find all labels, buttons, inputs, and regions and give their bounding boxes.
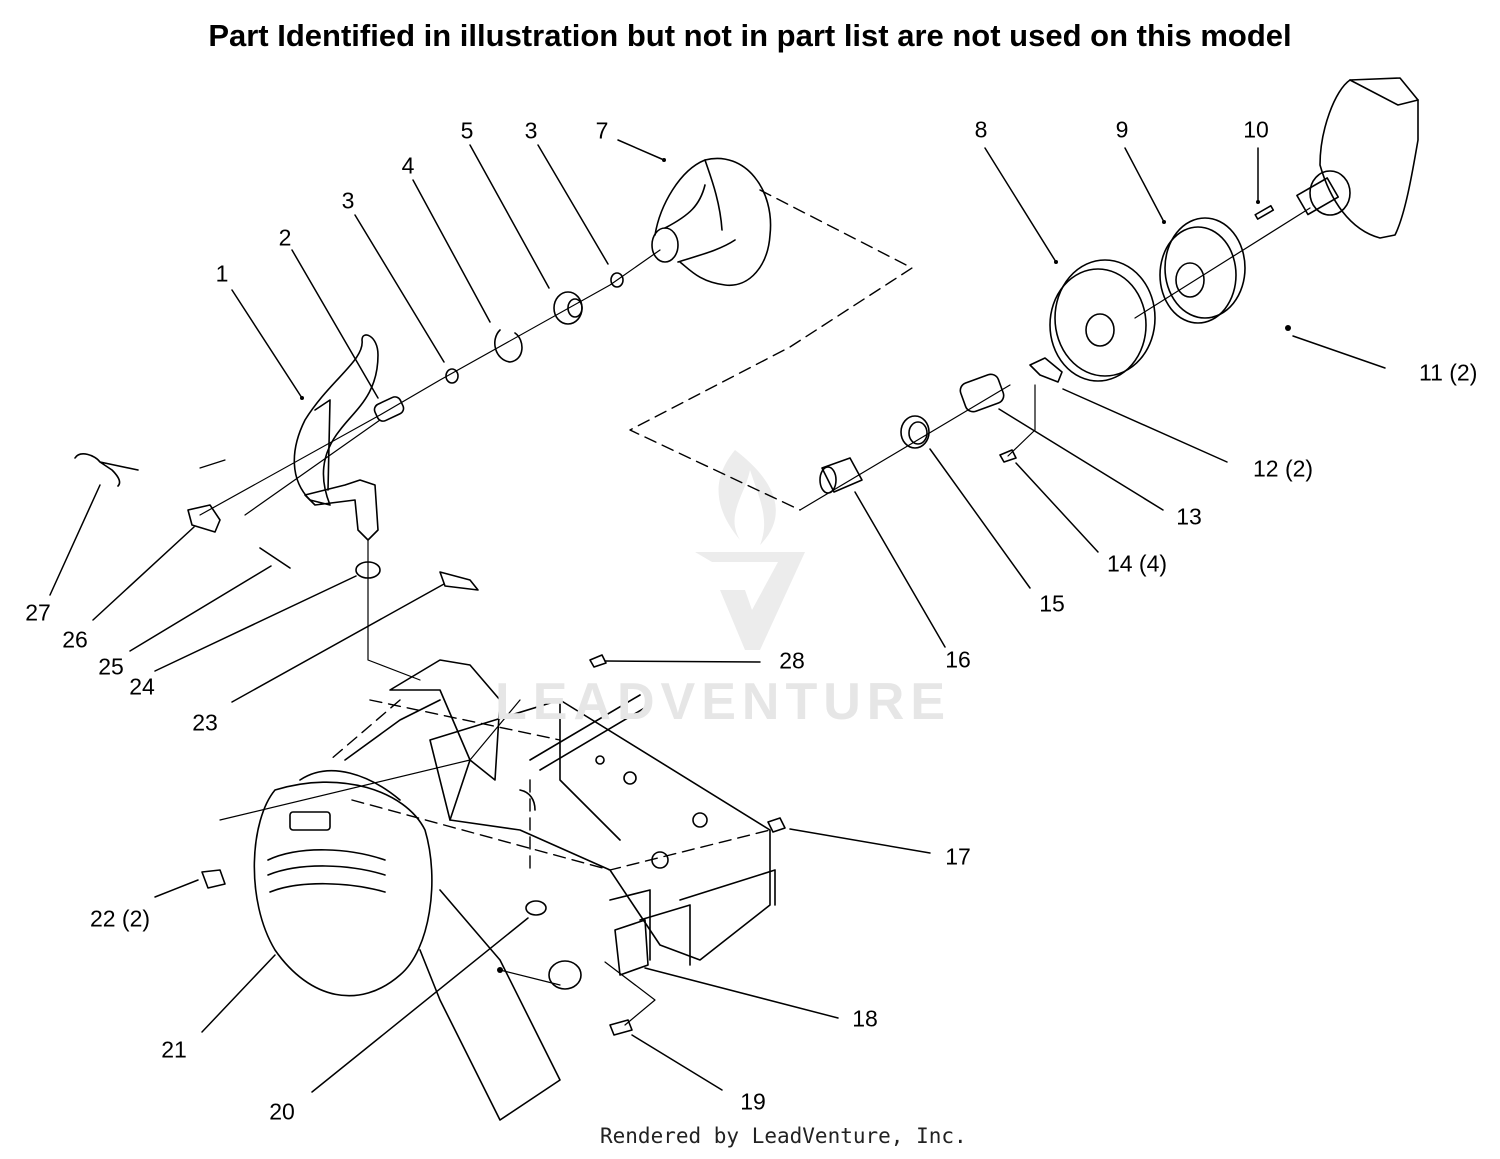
pulley-part-9 [1159,217,1246,324]
knob [548,960,582,990]
washer-part-24 [355,561,381,579]
leader-lines [49,139,1386,1093]
washer-part-20 [525,900,547,916]
page-title: Part Identified in illustration but not … [208,18,1292,53]
callout-label: 9 [1115,116,1129,143]
spacer-part-16 [819,457,863,494]
callout-label: 24 [129,673,155,700]
callout-label: 7 [595,117,609,144]
clutch-disc-part-8 [1049,259,1156,382]
dashed-alignment-lines [329,189,913,871]
bracket-part-26 [187,504,221,533]
snap-ring-part-4 [494,329,523,363]
pin-part-25 [259,547,291,569]
watermark-text: LEADVENTURE [495,673,952,731]
callout-label: 18 [852,1005,878,1032]
fender-housing-part-21 [253,770,561,1121]
screw-part-14 [999,449,1017,463]
bracket-part-18 [614,919,649,976]
footer-credit: Rendered by LeadVenture, Inc. [600,1124,967,1148]
callout-label: 22 (2) [89,905,151,932]
callout-label: 17 [945,843,971,870]
clip-part-3a [445,368,459,384]
callout-label: 13 [1176,503,1202,530]
callout-label: 20 [269,1098,295,1125]
nut-part-17 [767,817,786,833]
bracket-part-12 [1029,357,1063,383]
shift-lever-part [293,334,379,541]
callout-label: 10 [1243,116,1269,143]
mounting-bracket [344,659,501,781]
callout-label: 25 [98,653,124,680]
screw-part-28 [589,654,607,668]
callout-label: 27 [25,599,51,626]
bolt-part-19 [609,1019,633,1036]
key-part-10 [1254,204,1275,220]
bearing-part-5 [553,291,583,325]
spring-part-27 [74,453,139,487]
callout-label: 8 [974,116,988,143]
callout-label: 14 (4) [1106,550,1168,577]
button-part-22 [201,869,226,889]
drive-pulley-part-7 [651,157,772,286]
callout-label: 12 (2) [1253,455,1314,482]
callout-label: 15 [1039,590,1065,617]
callout-label: 16 [945,646,971,673]
callout-label: 28 [779,647,805,674]
leader-arrowheads [300,158,1291,973]
callout-label: 1 [215,260,229,287]
watermark-logo [695,450,805,650]
clip-part-3b [610,272,624,288]
callout-label: 4 [401,152,415,179]
callout-label: 3 [524,117,538,144]
callout-label: 26 [62,626,88,653]
callout-label: 19 [740,1088,766,1115]
engine-housing [1296,77,1419,239]
callout-label: 2 [278,224,292,251]
callout-label: 5 [460,117,474,144]
drive-shaft [529,694,649,771]
clip-part-23 [439,571,479,591]
callout-label: 3 [341,187,355,214]
callout-label: 11 (2) [1419,359,1478,386]
bearing-part-15 [900,415,930,449]
chassis-frame [429,699,776,966]
callout-label: 23 [192,709,218,736]
spacer-part-13 [959,373,1005,413]
bushing-part-2 [373,396,405,422]
callout-label: 21 [161,1036,187,1063]
